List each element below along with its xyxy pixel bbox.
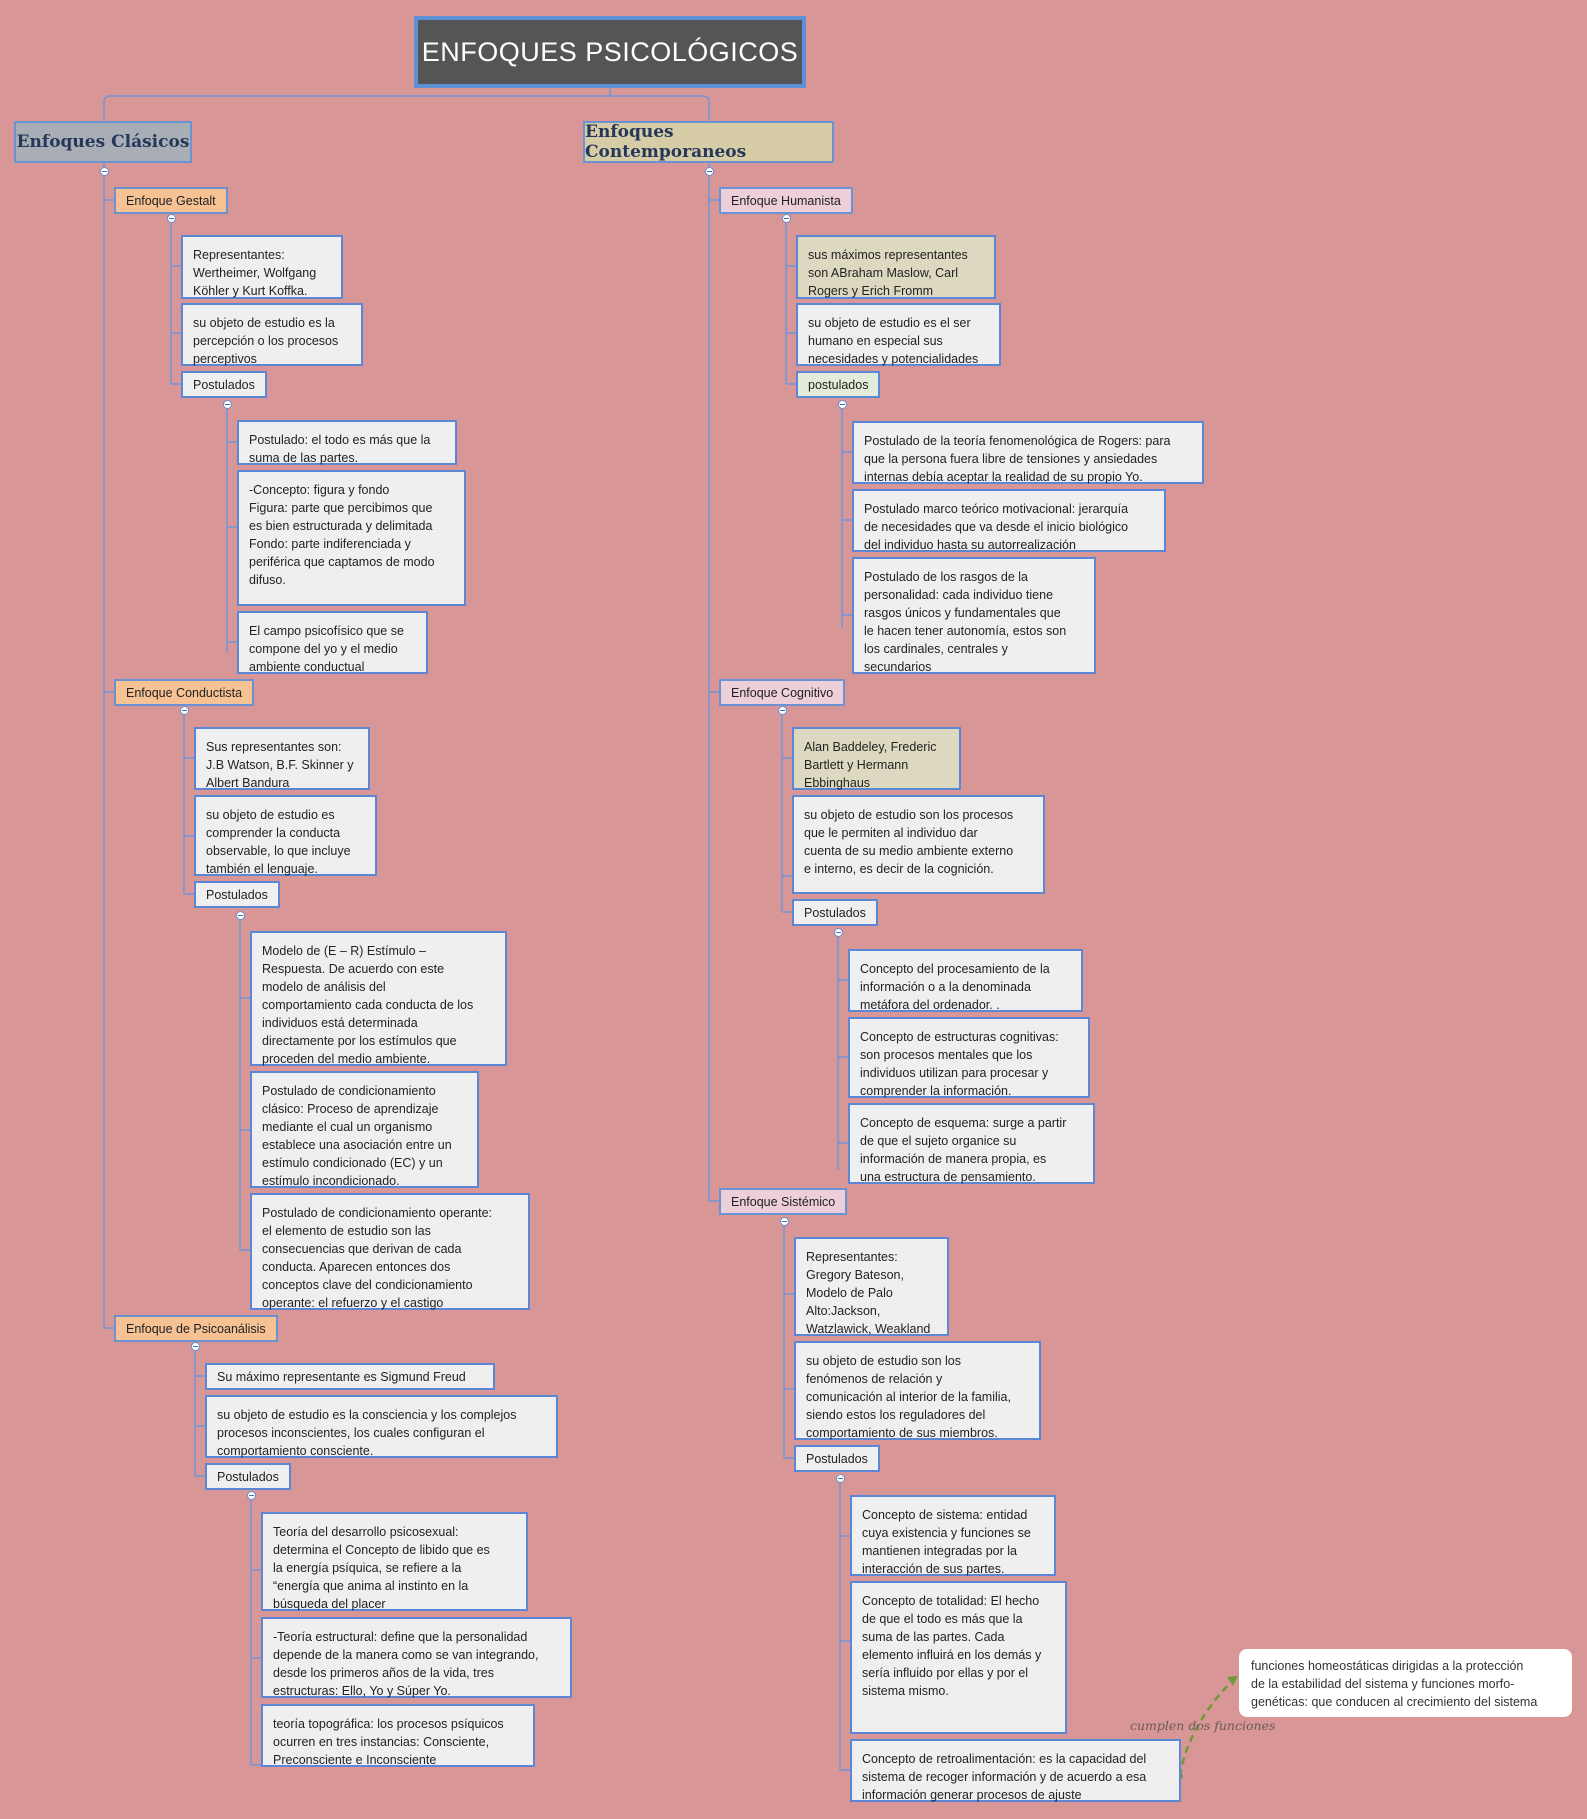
gestalt-representantes[interactable]: Representantes: Wertheimer, Wolfgang Köh…	[181, 235, 343, 299]
cognitivo-representantes[interactable]: Alan Baddeley, Frederic Bartlett y Herma…	[792, 727, 961, 790]
humanista-postulado-1[interactable]: Postulado de la teoría fenomenológica de…	[852, 421, 1204, 484]
collapse-toggle-icon[interactable]	[247, 1491, 256, 1500]
psico-postulado-2[interactable]: -Teoría estructural: define que la perso…	[261, 1617, 572, 1698]
humanista-objeto[interactable]: su objeto de estudio es el ser humano en…	[796, 303, 1001, 366]
conductista-postulado-2[interactable]: Postulado de condicionamiento clásico: P…	[250, 1071, 479, 1188]
gestalt-postulado-3[interactable]: El campo psicofísico que se compone del …	[237, 611, 428, 674]
humanista-postulado-2[interactable]: Postulado marco teórico motivacional: je…	[852, 489, 1166, 552]
gestalt-objeto[interactable]: su objeto de estudio es la percepción o …	[181, 303, 363, 366]
collapse-toggle-icon[interactable]	[778, 706, 787, 715]
conductista-representantes[interactable]: Sus representantes son: J.B Watson, B.F.…	[194, 727, 370, 790]
gestalt-postulados[interactable]: Postulados	[181, 371, 267, 398]
page-title[interactable]: ENFOQUES PSICOLÓGICOS	[414, 16, 806, 88]
branch-enfoques-contemporaneos[interactable]: Enfoques Contemporaneos	[583, 121, 834, 163]
sistemico-postulados[interactable]: Postulados	[794, 1445, 880, 1472]
sistemico-postulado-2[interactable]: Concepto de totalidad: El hecho de que e…	[850, 1581, 1067, 1734]
collapse-toggle-icon[interactable]	[191, 1342, 200, 1351]
collapse-toggle-icon[interactable]	[236, 911, 245, 920]
collapse-toggle-icon[interactable]	[223, 400, 232, 409]
cognitivo-postulado-2[interactable]: Concepto de estructuras cognitivas: son …	[848, 1017, 1090, 1098]
collapse-toggle-icon[interactable]	[100, 167, 109, 176]
psico-representante[interactable]: Su máximo representante es Sigmund Freud	[205, 1363, 495, 1390]
topic-enfoque-sistemico[interactable]: Enfoque Sistémico	[719, 1188, 848, 1215]
topic-enfoque-humanista[interactable]: Enfoque Humanista	[719, 187, 853, 214]
topic-enfoque-cognitivo[interactable]: Enfoque Cognitivo	[719, 679, 846, 706]
gestalt-postulado-2[interactable]: -Concepto: figura y fondo Figura: parte …	[237, 470, 466, 606]
cognitivo-objeto[interactable]: su objeto de estudio son los procesos qu…	[792, 795, 1045, 894]
sistemico-representantes[interactable]: Representantes: Gregory Bateson, Modelo …	[794, 1237, 949, 1336]
cognitivo-postulado-3[interactable]: Concepto de esquema: surge a partir de q…	[848, 1103, 1095, 1184]
conductista-postulados[interactable]: Postulados	[194, 881, 280, 908]
collapse-toggle-icon[interactable]	[836, 1474, 845, 1483]
collapse-toggle-icon[interactable]	[705, 167, 714, 176]
collapse-toggle-icon[interactable]	[167, 214, 176, 223]
topic-enfoque-psicoanalisis[interactable]: Enfoque de Psicoanálisis	[114, 1315, 278, 1342]
humanista-postulados[interactable]: postulados	[796, 371, 881, 398]
sistemico-postulado-1[interactable]: Concepto de sistema: entidad cuya existe…	[850, 1495, 1056, 1576]
humanista-postulado-3[interactable]: Postulado de los rasgos de la personalid…	[852, 557, 1096, 674]
sistemico-postulado-3[interactable]: Concepto de retroalimentación: es la cap…	[850, 1739, 1181, 1802]
topic-enfoque-conductista[interactable]: Enfoque Conductista	[114, 679, 255, 706]
psico-postulado-3[interactable]: teoría topográfica: los procesos psíquic…	[261, 1704, 535, 1767]
collapse-toggle-icon[interactable]	[838, 400, 847, 409]
branch-enfoques-clasicos[interactable]: Enfoques Clásicos	[14, 121, 192, 163]
psico-objeto[interactable]: su objeto de estudio es la consciencia y…	[205, 1395, 558, 1458]
conductista-postulado-1[interactable]: Modelo de (E – R) Estímulo – Respuesta. …	[250, 931, 507, 1066]
collapse-toggle-icon[interactable]	[780, 1217, 789, 1226]
psico-postulados[interactable]: Postulados	[205, 1463, 291, 1490]
cognitivo-postulado-1[interactable]: Concepto del procesamiento de la informa…	[848, 949, 1083, 1012]
floating-note-funciones[interactable]: funciones homeostáticas dirigidas a la p…	[1239, 1649, 1572, 1717]
conductista-objeto[interactable]: su objeto de estudio es comprender la co…	[194, 795, 377, 876]
sistemico-objeto[interactable]: su objeto de estudio son los fenómenos d…	[794, 1341, 1041, 1440]
collapse-toggle-icon[interactable]	[180, 706, 189, 715]
psico-postulado-1[interactable]: Teoría del desarrollo psicosexual: deter…	[261, 1512, 528, 1611]
humanista-representantes[interactable]: sus máximos representantes son ABraham M…	[796, 235, 996, 299]
cognitivo-postulados[interactable]: Postulados	[792, 899, 878, 926]
collapse-toggle-icon[interactable]	[782, 214, 791, 223]
topic-enfoque-gestalt[interactable]: Enfoque Gestalt	[114, 187, 228, 214]
gestalt-postulado-1[interactable]: Postulado: el todo es más que la suma de…	[237, 420, 457, 465]
conductista-postulado-3[interactable]: Postulado de condicionamiento operante: …	[250, 1193, 530, 1310]
collapse-toggle-icon[interactable]	[834, 928, 843, 937]
relationship-label[interactable]: cumplen dos funciones	[1130, 1718, 1276, 1733]
